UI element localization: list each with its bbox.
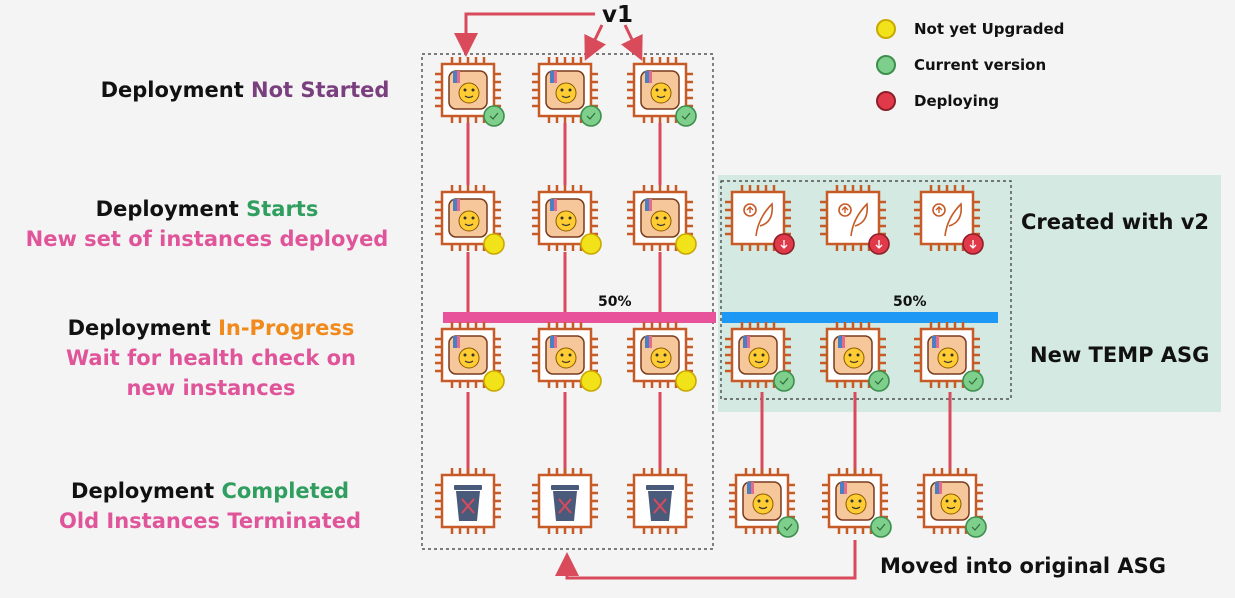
chip-icon	[435, 185, 505, 255]
chip-icon	[822, 468, 892, 538]
stage-title-status: Starts	[246, 197, 319, 221]
plant-upload-icon	[820, 185, 890, 255]
trash-icon	[532, 468, 598, 534]
stage-title-prefix: Deployment	[95, 197, 239, 221]
chip-icon	[532, 322, 602, 392]
created-with-v2-label: Created with v2	[1021, 210, 1210, 234]
stage-not-started-label: Deployment Not Started	[40, 75, 450, 105]
new-split-bar	[722, 312, 998, 323]
v1-arrow	[620, 24, 643, 61]
not-upgraded-icon	[580, 370, 602, 392]
current-version-icon	[870, 516, 892, 538]
legend-label: Deploying	[914, 92, 1000, 110]
chip-icon	[627, 185, 697, 255]
deploying-icon	[876, 91, 896, 111]
stage-title-status: In-Progress	[218, 316, 355, 340]
deploying-icon	[773, 233, 795, 255]
deploying-icon	[962, 233, 984, 255]
stage-title-status: Completed	[221, 479, 349, 503]
chip-icon	[532, 57, 602, 127]
old-percent-label: 50%	[598, 294, 632, 310]
stage-completed-label: Deployment Completed Old Instances Termi…	[5, 476, 415, 536]
chip-icon	[627, 57, 697, 127]
new-instances-border	[720, 180, 1012, 400]
current-version-icon	[580, 105, 602, 127]
stage-starts-label: Deployment Starts New set of instances d…	[2, 194, 412, 254]
old-split-bar	[443, 312, 716, 323]
current-version-icon	[483, 105, 505, 127]
legend-item-not-upgraded: Not yet Upgraded	[876, 17, 1064, 41]
moved-label: Moved into original ASG	[880, 554, 1166, 578]
plant-upload-icon	[725, 185, 795, 255]
current-version-icon	[675, 105, 697, 127]
v1-arrow	[454, 12, 595, 57]
legend: Not yet Upgraded Current version Deployi…	[876, 17, 1064, 125]
not-upgraded-icon	[580, 233, 602, 255]
plant-upload-icon	[914, 185, 984, 255]
not-upgraded-icon	[675, 233, 697, 255]
stage-subtitle: Old Instances Terminated	[59, 509, 361, 533]
current-version-icon	[962, 370, 984, 392]
not-upgraded-icon	[483, 233, 505, 255]
chip-icon	[820, 322, 890, 392]
legend-item-current-version: Current version	[876, 53, 1064, 77]
current-version-icon	[773, 370, 795, 392]
not-upgraded-icon	[876, 19, 896, 39]
chip-icon	[627, 322, 697, 392]
not-upgraded-icon	[483, 370, 505, 392]
v1-arrow	[584, 24, 607, 61]
temp-asg-label: New TEMP ASG	[1030, 343, 1210, 367]
chip-icon	[729, 468, 799, 538]
new-percent-label: 50%	[893, 294, 927, 310]
chip-icon	[435, 322, 505, 392]
trash-icon	[435, 468, 501, 534]
chip-icon	[917, 468, 987, 538]
version-label: v1	[602, 2, 633, 28]
original-asg-border	[421, 53, 714, 550]
stage-subtitle: Wait for health check on new instances	[66, 346, 356, 400]
current-version-icon	[876, 55, 896, 75]
moved-arrow	[555, 540, 857, 580]
stage-title-prefix: Deployment	[67, 316, 211, 340]
current-version-icon	[868, 370, 890, 392]
stage-title-prefix: Deployment	[71, 479, 215, 503]
chip-icon	[435, 57, 505, 127]
legend-label: Not yet Upgraded	[914, 20, 1065, 38]
chip-icon	[725, 322, 795, 392]
legend-label: Current version	[914, 56, 1047, 74]
chip-icon	[914, 322, 984, 392]
legend-item-deploying: Deploying	[876, 89, 1064, 113]
current-version-icon	[965, 516, 987, 538]
current-version-icon	[777, 516, 799, 538]
deploying-icon	[868, 233, 890, 255]
stage-title-prefix: Deployment	[100, 78, 244, 102]
stage-subtitle: New set of instances deployed	[25, 227, 389, 251]
stage-title-status: Not Started	[251, 78, 390, 102]
not-upgraded-icon	[675, 370, 697, 392]
trash-icon	[627, 468, 693, 534]
stage-in-progress-label: Deployment In-Progress Wait for health c…	[2, 313, 420, 403]
chip-icon	[532, 185, 602, 255]
